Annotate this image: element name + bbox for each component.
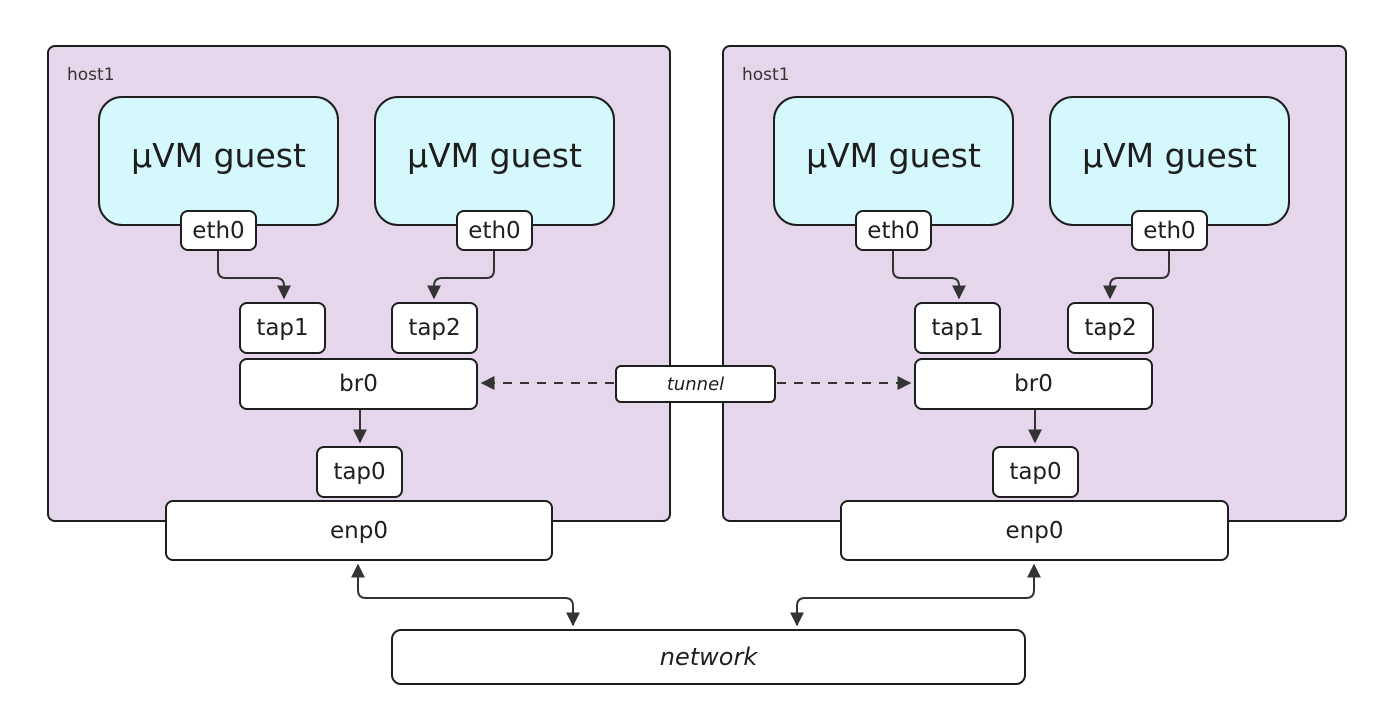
eth0-right-1: eth0 (855, 210, 932, 251)
tunnel-label: tunnel (615, 365, 776, 403)
tap1-left: tap1 (239, 302, 326, 354)
guest-left-2: µVM guest (374, 96, 615, 226)
guest-right-1-title: µVM guest (806, 136, 981, 175)
link-eth0-tap1-right (892, 251, 966, 300)
tap2-left: tap2 (391, 302, 478, 354)
link-eth0-tap2-right (1103, 251, 1170, 300)
nic-enp0-right: enp0 (840, 500, 1229, 561)
eth0-left-2: eth0 (456, 210, 533, 251)
link-enp0-network-right (790, 563, 1041, 627)
host-right-label: host1 (742, 65, 790, 85)
guest-left-1: µVM guest (98, 96, 339, 226)
link-eth0-tap2-left (427, 251, 495, 300)
tap0-left: tap0 (316, 446, 403, 498)
guest-left-2-title: µVM guest (407, 136, 582, 175)
tap0-right: tap0 (992, 446, 1079, 498)
nic-enp0-left: enp0 (165, 500, 553, 561)
tap2-right: tap2 (1067, 302, 1154, 354)
tap1-right: tap1 (914, 302, 1001, 354)
guest-right-2: µVM guest (1049, 96, 1290, 226)
eth0-right-2: eth0 (1131, 210, 1208, 251)
bridge-br0-right: br0 (914, 358, 1153, 410)
link-eth0-tap1-left (217, 251, 291, 300)
guest-left-1-title: µVM guest (131, 136, 306, 175)
link-enp0-network-left (351, 563, 580, 627)
guest-right-2-title: µVM guest (1082, 136, 1257, 175)
eth0-left-1: eth0 (180, 210, 257, 251)
host-left-label: host1 (67, 65, 115, 85)
bridge-br0-left: br0 (239, 358, 478, 410)
guest-right-1: µVM guest (773, 96, 1014, 226)
network-box: network (391, 629, 1026, 685)
